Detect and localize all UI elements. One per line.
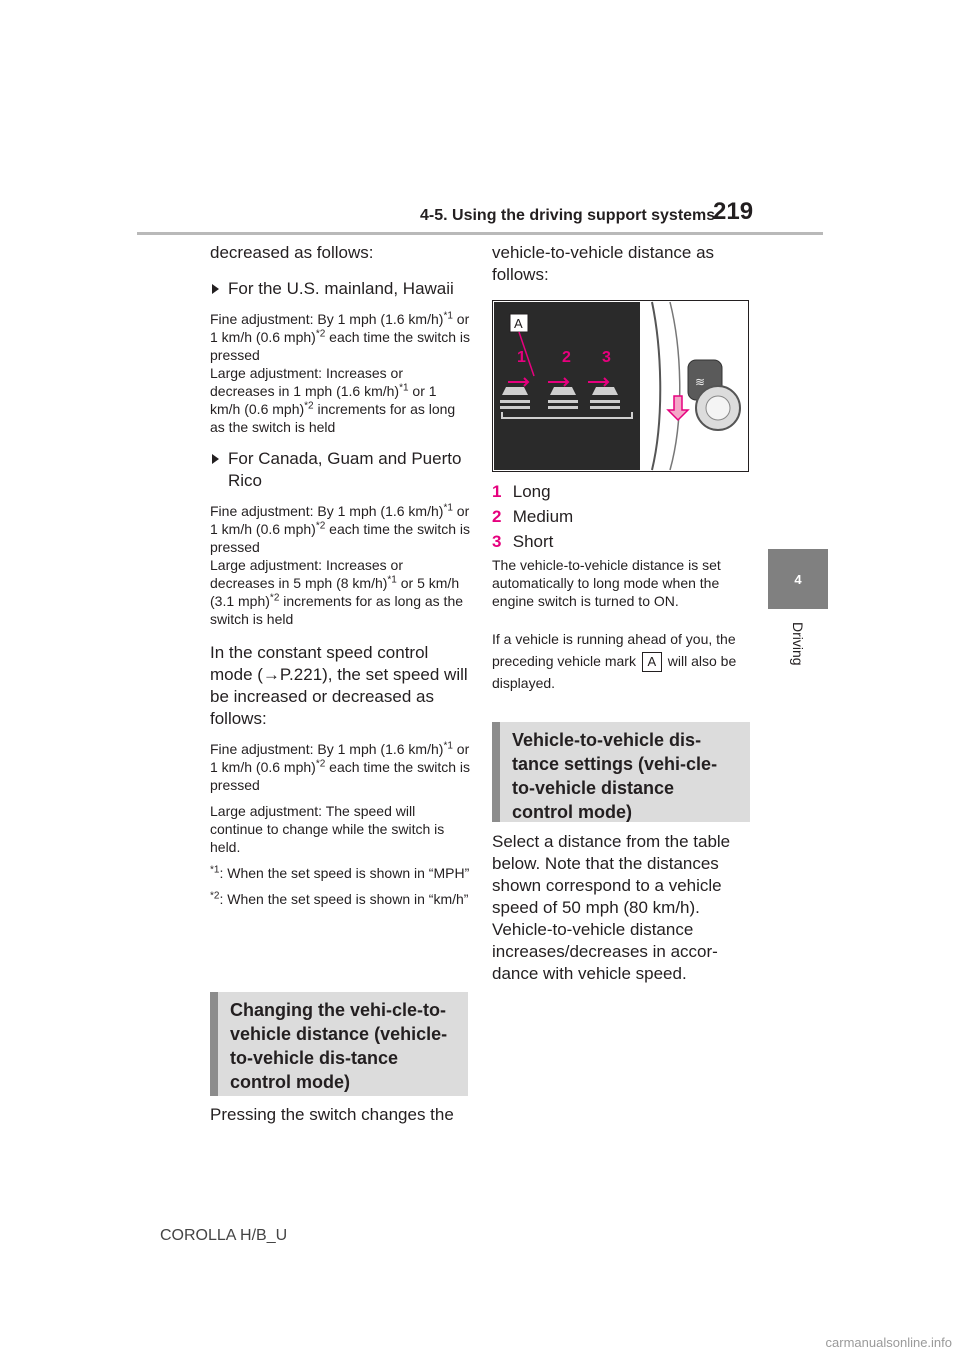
distance-indicators <box>500 387 620 409</box>
section-heading-box-2: Vehicle-to-vehicle dis-tance settings (v… <box>492 722 750 822</box>
chapter-label-box: Driving <box>782 622 812 692</box>
list-item: 1 Long <box>492 482 551 501</box>
canada-fine-adjustment: Fine adjustment: By 1 mph (1.6 km/h)*1 o… <box>210 502 471 555</box>
list-item: 3 Short <box>492 532 554 551</box>
watermark: carmanualsonline.info <box>825 1335 952 1350</box>
figure-label-2: 2 <box>562 349 571 366</box>
callout-a-label: A <box>514 316 523 331</box>
constant-fine-adjustment: Fine adjustment: By 1 mph (1.6 km/h)*1 o… <box>210 740 471 793</box>
footnote-1: *1: When the set speed is shown in “MPH” <box>210 864 470 881</box>
bar-2 <box>500 406 530 409</box>
arrow-right-1 <box>508 377 530 387</box>
car-icon-medium <box>550 387 576 395</box>
continuation-text: vehicle-to-vehicle distance as follows: <box>492 243 715 284</box>
distance-list: 1 Long 2 Medium 3 Short <box>492 479 754 554</box>
arrow-right-3 <box>588 377 610 387</box>
left-column: decreased as follows: For the U.S. mainl… <box>210 242 470 908</box>
bar-5 <box>590 400 620 403</box>
intro-text: decreased as follows: <box>210 243 374 262</box>
figure-label-1: 1 <box>517 349 526 366</box>
canada-heading: For Canada, Guam and Puerto Rico <box>210 448 470 492</box>
wheel-edge-inner <box>669 301 681 471</box>
arrow-right-2 <box>548 377 570 387</box>
section-title: 4-5. Using the driving support systems <box>420 207 716 224</box>
us-fine-adjustment: Fine adjustment: By 1 mph (1.6 km/h)*1 o… <box>210 310 471 363</box>
page-number: 219 <box>713 198 754 225</box>
us-heading: For the U.S. mainland, Hawaii <box>210 278 470 300</box>
chapter-number: 4 <box>794 571 802 587</box>
footnote-2: *2: When the set speed is shown in “km/h… <box>210 890 469 907</box>
bar-6 <box>590 406 620 409</box>
bracket <box>501 412 633 419</box>
distance-switch-figure: ≋ A 1 2 3 <box>492 300 749 472</box>
distance-switch-icon: ≋ <box>695 375 705 389</box>
car-icon-short <box>592 387 618 395</box>
constant-speed-text: In the constant speed control mode (→P.2… <box>210 643 468 728</box>
chapter-name: Driving <box>790 622 806 666</box>
us-large-adjustment: Large adjustment: Increases or decreases… <box>210 365 456 435</box>
callout-a-line <box>518 331 535 377</box>
constant-large-adjustment: Large adjustment: The speed will continu… <box>210 803 445 855</box>
preceding-vehicle-mark: A <box>641 652 662 673</box>
header-divider <box>137 232 823 235</box>
canada-large-adjustment: Large adjustment: Increases or decreases… <box>210 557 464 627</box>
chapter-tab: 4 <box>768 549 828 609</box>
arrows <box>508 377 610 387</box>
bar-4 <box>548 406 578 409</box>
select-distance-text: Select a distance from the table below. … <box>492 832 731 983</box>
bar-3 <box>548 400 578 403</box>
car-icon-long <box>502 387 528 395</box>
model-footer: COROLLA H/B_U <box>160 1227 288 1244</box>
note-auto-long: The vehicle-to-vehicle distance is set a… <box>492 557 721 609</box>
figure-label-3: 3 <box>602 349 611 366</box>
pressing-text: Pressing the switch changes the <box>210 1105 454 1124</box>
bar-1 <box>500 400 530 403</box>
wheel-edge <box>651 301 662 471</box>
note-preceding-vehicle: If a vehicle is running ahead of you, th… <box>492 631 737 692</box>
control-dial-center <box>705 395 731 421</box>
press-arrow-icon <box>666 395 690 422</box>
list-item: 2 Medium <box>492 507 574 526</box>
section-heading-box: Changing the vehi-cle-to-vehicle distanc… <box>210 992 468 1096</box>
